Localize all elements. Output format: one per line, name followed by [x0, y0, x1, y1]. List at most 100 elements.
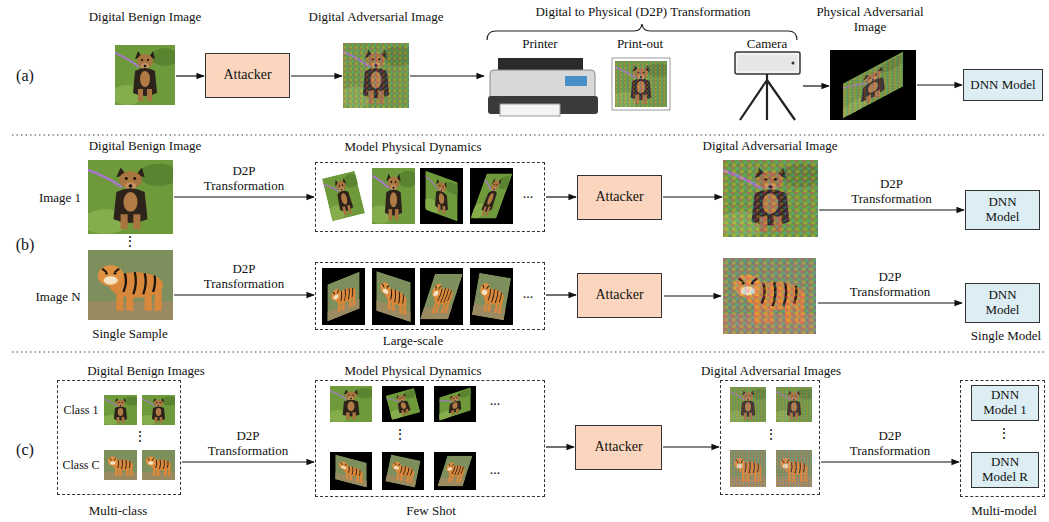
row-b-pictures-part-part [376, 271, 410, 322]
row-b-pictures-part [472, 273, 511, 321]
arrow-connector [663, 446, 719, 447]
label-text: (a) [16, 67, 34, 85]
edge-label: D2P Transformation [851, 177, 931, 207]
edge-label: D2P Transformation [204, 262, 284, 292]
label-text: D2P Transformation [850, 270, 930, 300]
row-c-pictures-part-part [437, 387, 473, 422]
label-text: ⋮ [133, 430, 147, 444]
row-b-pictures-part-part [423, 170, 460, 223]
printer-picture-part [565, 76, 587, 86]
separator-line [12, 135, 1045, 352]
row-c-pictures-part [434, 386, 476, 422]
label-text: ⋮ [764, 428, 778, 442]
node-text: Digital Benign Images [87, 364, 205, 379]
row-b-pictures-part [327, 271, 359, 321]
dnn-model-box: DNN Model R [971, 452, 1039, 488]
node-text: Digital Adversarial Image [308, 10, 443, 25]
row-b-pictures-part-part [327, 271, 359, 321]
node-text: DNN Model [978, 288, 1028, 318]
row-b-pictures-part [470, 268, 513, 325]
image-panel: Image NSingle Sample [88, 250, 173, 320]
row-b-pictures-part [717, 160, 825, 237]
separator-line-part [12, 351, 1045, 352]
label-text: Digital to Physical (D2P) Transformation [535, 5, 750, 20]
row-c-pictures-part [382, 386, 424, 422]
node-text: Image N [35, 290, 80, 305]
label-text: (c) [16, 441, 34, 459]
edge-label: D2P Transformation [208, 429, 288, 459]
dnn-model-box: DNN ModelSingle Model [965, 283, 1040, 323]
arrow-connector [176, 75, 204, 76]
row-b-pictures-part-part [469, 174, 515, 219]
row-c-pictures-part [142, 450, 175, 480]
label-text: ... [490, 462, 501, 478]
row-c-pictures-part [384, 388, 423, 421]
node-text: Attacker [223, 67, 271, 83]
node-text: Multi-model [971, 504, 1037, 519]
arrow-line-part [664, 295, 721, 296]
arrow-connector [546, 196, 576, 197]
row-c-pictures-part [437, 456, 472, 486]
row-a-pictures-part [839, 49, 907, 120]
row-b-pictures-part [88, 250, 173, 320]
arrow-connector [546, 446, 574, 447]
label-text: ... [523, 286, 534, 302]
row-a-pictures [111, 43, 916, 121]
row-b-pictures-part [82, 160, 178, 234]
row-a-pictures-part-part [839, 49, 907, 120]
attacker-box: Attacker [205, 53, 290, 98]
attacker-box: Attacker [575, 425, 662, 470]
image-panel: Digital Benign ImageImage 1 [88, 160, 173, 234]
edge-label: D2P Transformation [850, 429, 930, 459]
printer-picture-part [500, 104, 560, 116]
node-text: Model Physical Dynamics [344, 364, 481, 379]
row-c-pictures-part [730, 450, 766, 487]
image-panel: Digital Benign Image [115, 45, 175, 105]
row-b-pictures-part [420, 168, 463, 224]
node-text: Camera [747, 37, 787, 52]
node-text: Attacker [595, 287, 643, 303]
node-text: Digital Benign Image [89, 10, 202, 25]
edge-label: D2P Transformation [204, 164, 284, 194]
row-c-pictures-part [385, 454, 420, 487]
label-text: (b) [16, 236, 35, 254]
arrow-connector [821, 461, 959, 462]
arrow-connector [291, 75, 342, 76]
node-text: Class C [62, 459, 99, 473]
node-text: Image 1 [39, 191, 81, 206]
row-b-pictures-part [469, 174, 515, 219]
node-text: Single Model [971, 329, 1041, 344]
camera-picture [735, 52, 800, 120]
dnn-model-box: DNN Model 1 [971, 385, 1039, 421]
row-b-pictures-part-part [320, 170, 367, 222]
node-text: Digital Benign Image [89, 139, 202, 154]
row-c-pictures-part [382, 452, 424, 490]
printout-picture [612, 58, 671, 110]
node-text: Single Sample [92, 327, 167, 342]
camera-picture-part [738, 55, 797, 71]
row-c-pictures-part [434, 452, 476, 490]
attacker-box: Attacker [577, 273, 662, 318]
row-c-pictures-part [774, 387, 815, 422]
image-panel: Physical Adversarial Image [830, 50, 916, 120]
printout-picture-part [612, 61, 671, 107]
image-panel: Print-out [612, 58, 670, 110]
label-text: ... [523, 186, 534, 202]
row-a-pictures-part [830, 50, 916, 120]
arrow-connector [663, 196, 722, 197]
node-text: Printer [522, 37, 557, 52]
attacker-box: Attacker [577, 175, 662, 220]
printout-picture-part [612, 58, 670, 110]
dnn-model-box: DNN Model [965, 190, 1040, 230]
node-text: DNN Model [978, 195, 1028, 225]
node-text: Attacker [595, 189, 643, 205]
row-c-pictures-part [776, 450, 812, 487]
row-b-pictures-part [420, 268, 463, 325]
dashed-group-box: Model Physical DynamicsFew Shot [315, 380, 545, 497]
arrow-connector [917, 84, 962, 85]
node-text: Few Shot [406, 504, 455, 519]
arrow-line-part [818, 302, 962, 303]
image-panel: Printer [485, 55, 598, 117]
node-text: Digital Adversarial Images [701, 364, 841, 379]
